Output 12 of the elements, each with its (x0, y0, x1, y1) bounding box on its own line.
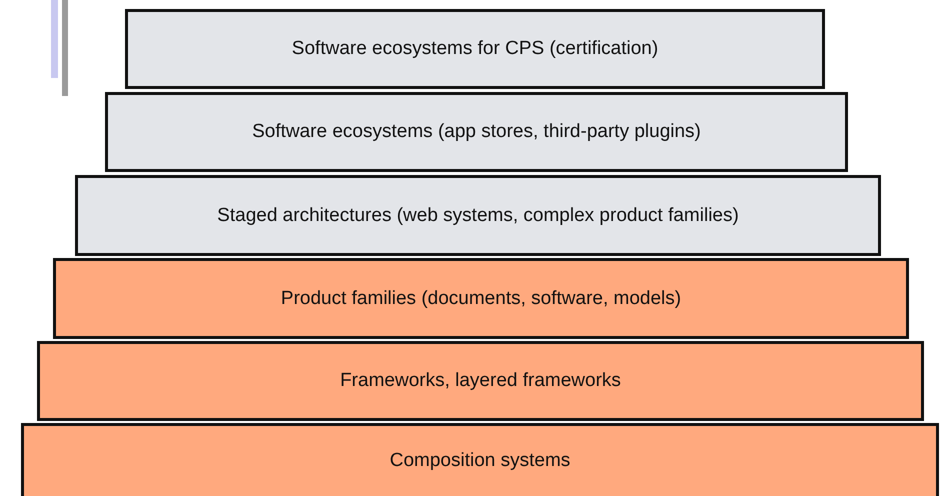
pyramid-layer (125, 9, 825, 89)
pyramid-layer (75, 175, 881, 256)
layer-label: Software ecosystems (app stores, third-party plugins) (252, 121, 701, 143)
layer-label: Product families (documents, software, models) (280, 288, 682, 310)
pyramid-layer (53, 258, 909, 339)
layer-label: Software ecosystems for CPS (certification) (292, 38, 658, 60)
pyramid-layer (105, 92, 848, 172)
pyramid-layer (21, 423, 939, 496)
layer-label: Frameworks, layered frameworks (340, 370, 621, 392)
pyramid-layer (37, 341, 924, 421)
layer-label: Composition systems (390, 450, 570, 472)
layer-label: Staged architectures (web systems, complex product families) (217, 204, 739, 226)
